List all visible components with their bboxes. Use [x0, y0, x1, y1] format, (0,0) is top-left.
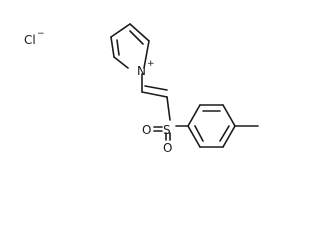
chloride-symbol: Cl: [24, 33, 36, 47]
oxygen-left: O: [142, 123, 151, 137]
tolyl-ring: [187, 104, 259, 148]
sulfonyl-bonds: [153, 125, 189, 141]
oxygen-bottom: O: [163, 141, 172, 155]
sulfur-atom: S: [163, 123, 171, 137]
nitrogen-atom: N: [137, 64, 146, 78]
structure-diagram: Cl − N + S O O: [24, 23, 259, 155]
chloride-charge: −: [37, 29, 45, 39]
nitrogen-charge: +: [147, 59, 155, 69]
pyridinium-ring: [110, 23, 150, 69]
vinyl-linker: [141, 73, 171, 121]
